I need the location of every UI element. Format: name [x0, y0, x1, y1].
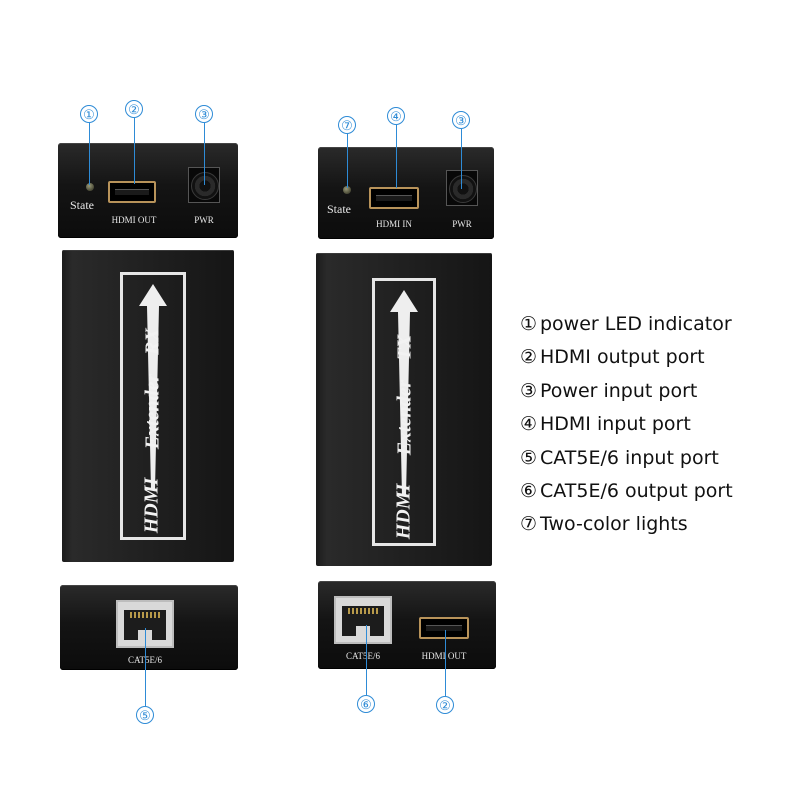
callout-tx-hdmi-in: ④	[387, 107, 405, 125]
leader-rx-led	[89, 123, 90, 185]
tx-hdmi-in-port	[369, 187, 419, 209]
tx-label-model: HDMI	[392, 483, 415, 540]
tx-power-label: PWR	[452, 219, 472, 229]
leader-tx-hdmi-out	[445, 630, 446, 696]
leader-tx-cat	[366, 625, 367, 695]
rx-power-label: PWR	[194, 215, 214, 225]
tx-label-type: TX	[393, 334, 416, 361]
callout-rx-cat: ⑤	[136, 706, 154, 724]
tx-cat-label: CAT5E/6	[345, 651, 380, 661]
tx-state-led	[343, 186, 351, 194]
leader-tx-led	[347, 134, 348, 188]
tx-label-product: Extender	[393, 379, 416, 456]
rx-label-type: RX	[141, 328, 164, 355]
legend-num: ①	[520, 313, 538, 335]
leader-rx-power	[204, 123, 205, 185]
tx-hdmi-out-port	[419, 617, 469, 639]
callout-tx-hdmi-out: ②	[436, 696, 454, 714]
rx-label-frame	[120, 272, 186, 540]
leader-rx-hdmi	[134, 118, 135, 184]
legend-num: ②	[520, 346, 538, 368]
leader-rx-cat	[145, 628, 146, 706]
legend-num: ⑤	[520, 447, 538, 469]
rx-hdmi-out-label: HDMI OUT	[111, 215, 157, 225]
tx-state-label: State	[327, 202, 351, 216]
legend-text: power LED indicator	[540, 313, 732, 335]
callout-tx-led: ⑦	[338, 116, 356, 134]
legend-num: ④	[520, 413, 538, 435]
legend-num: ③	[520, 380, 538, 402]
tx-power-port	[446, 170, 478, 206]
tx-label-frame	[372, 278, 436, 546]
leader-tx-hdmi-in	[396, 125, 397, 188]
rx-state-led	[86, 183, 94, 191]
rx-arrow-icon	[139, 284, 167, 490]
callout-tx-cat: ⑥	[357, 695, 375, 713]
legend-text: HDMI output port	[540, 346, 705, 368]
rx-hdmi-out-port	[108, 181, 156, 203]
tx-hdmi-in-label: HDMI IN	[376, 219, 412, 229]
rx-label-product: Extender	[141, 373, 164, 450]
callout-rx-power: ③	[195, 105, 213, 123]
legend-text: Two-color lights	[540, 513, 688, 535]
tx-cat-port	[334, 596, 392, 644]
rx-state-label: State	[70, 198, 94, 212]
legend-text: Power input port	[540, 380, 698, 402]
rx-cat-label: CAT5E/6	[116, 655, 174, 665]
leader-tx-power	[461, 129, 462, 189]
callout-rx-hdmi: ②	[125, 100, 143, 118]
rx-label-model: HDMI	[140, 477, 163, 534]
legend-text: HDMI input port	[540, 413, 691, 435]
callout-tx-power: ③	[452, 111, 470, 129]
tx-hdmi-out-label: HDMI OUT	[421, 651, 467, 661]
callout-rx-led: ①	[80, 105, 98, 123]
legend-text: CAT5E/6 input port	[540, 447, 719, 469]
tx-arrow-icon	[390, 290, 418, 496]
legend-text: CAT5E/6 output port	[540, 480, 733, 502]
legend-num: ⑦	[520, 513, 538, 535]
legend-num: ⑥	[520, 480, 538, 502]
